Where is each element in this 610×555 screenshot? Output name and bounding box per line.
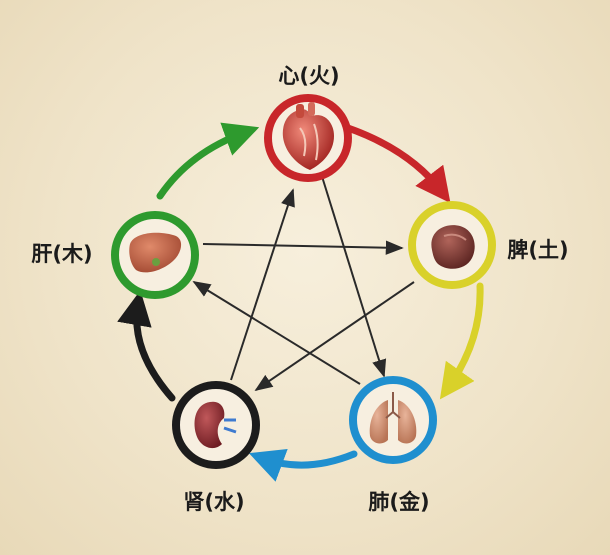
node-spleen xyxy=(408,201,496,289)
star-arrow-lung-to-liver xyxy=(192,281,361,385)
label-liver: 肝(木) xyxy=(31,242,93,266)
spleen-organ-icon xyxy=(431,225,475,269)
label-heart: 心(火) xyxy=(278,64,340,88)
label-spleen: 脾(土) xyxy=(507,238,569,262)
node-heart xyxy=(264,94,352,182)
label-kidney: 肾(水) xyxy=(183,490,245,514)
heart-organ-icon xyxy=(282,102,334,170)
kidney-organ-icon xyxy=(194,401,237,449)
lung-organ-icon xyxy=(369,392,417,444)
star-arrow-liver-to-spleen xyxy=(202,240,404,255)
cycle-arrow-lung-to-kidney xyxy=(248,448,358,482)
node-kidney xyxy=(172,381,260,469)
star-arrow-spleen-to-kidney xyxy=(254,281,415,392)
cycle-arrow-spleen-to-lung xyxy=(439,282,484,400)
cycle-arrow-heart-to-spleen xyxy=(344,124,451,204)
cycle-arrow-kidney-to-liver xyxy=(117,290,176,402)
node-lung xyxy=(349,376,437,464)
liver-organ-icon xyxy=(129,232,182,273)
label-lung: 肺(金) xyxy=(368,490,430,514)
star-arrow-heart-to-lung xyxy=(319,169,387,378)
star-arrow-kidney-to-heart xyxy=(230,188,295,381)
cycle-arrow-liver-to-heart xyxy=(156,122,260,200)
node-liver xyxy=(111,211,199,299)
